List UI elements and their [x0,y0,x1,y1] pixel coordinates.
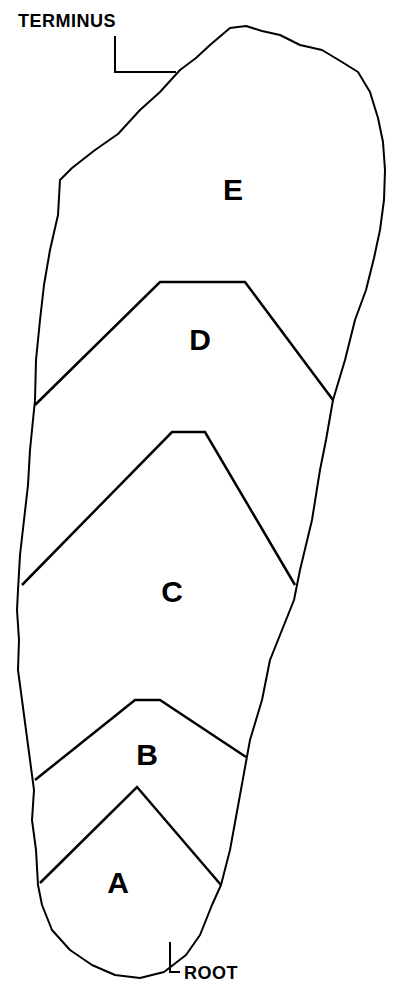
zone-letter: A [107,868,129,898]
leader-line [115,36,176,72]
end-label: TERMINUS [18,12,116,30]
leader-line [170,942,180,972]
zone-letter: C [161,577,183,607]
zone-line [40,787,221,885]
zone-line [22,432,295,585]
outline [17,26,385,978]
zone-letter: B [136,740,158,770]
zone-letter: E [223,175,243,205]
zone-line [35,700,246,780]
end-label: ROOT [184,964,238,982]
zone-line [35,282,333,405]
zone-letter: D [189,325,211,355]
